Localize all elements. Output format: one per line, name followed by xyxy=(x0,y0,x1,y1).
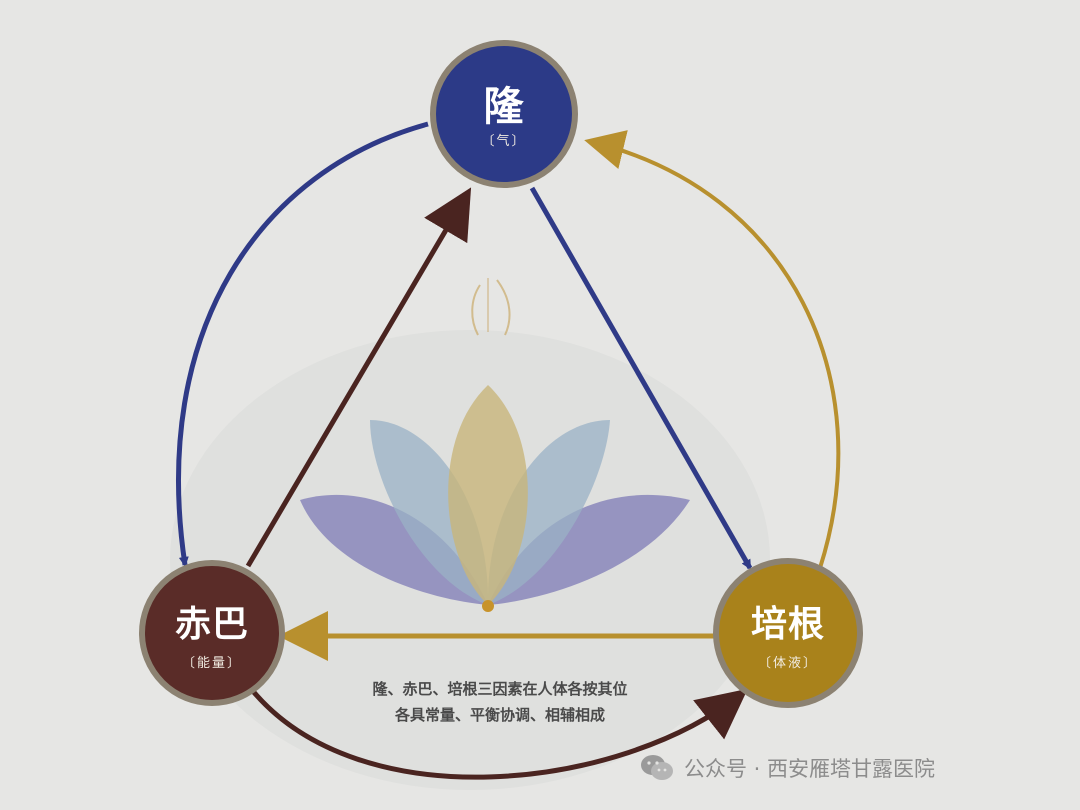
node-peigen-sublabel: 〔体液〕 xyxy=(757,656,818,671)
arrow-top-to-left xyxy=(176,121,429,567)
arrow-left-to-top-inner xyxy=(245,187,472,568)
lotus-petal-outer-left xyxy=(300,494,488,605)
node-peigen-circle xyxy=(713,558,863,708)
node-peigen-label: 培根 xyxy=(750,604,825,645)
lotus-illustration xyxy=(300,278,690,612)
lotus-seed-dot xyxy=(482,600,494,612)
node-chiba-label: 赤巴 xyxy=(174,604,249,645)
node-lung-sublabel: 〔气〕 xyxy=(481,134,527,149)
lotus-flame-line-right xyxy=(496,279,511,336)
arrow-top-to-right-inner xyxy=(529,186,753,570)
node-chiba-circle xyxy=(139,560,285,706)
arrow-left-to-right xyxy=(250,688,748,780)
node-chiba-sublabel: 〔能量〕 xyxy=(181,656,242,671)
arrow-right-to-top xyxy=(584,130,841,569)
wechat-icon xyxy=(641,755,673,780)
watermark-text: 公众号 · 西安雁塔甘露医院 xyxy=(684,757,936,781)
lotus-flame-line-left xyxy=(471,284,481,336)
lotus-petal-mid-left xyxy=(370,420,489,605)
lotus-petal-mid-right xyxy=(487,420,610,605)
lotus-petal-center xyxy=(448,385,528,605)
node-lung-label: 隆 xyxy=(483,84,525,130)
watermark: 公众号 · 西安雁塔甘露医院 xyxy=(640,750,935,786)
lotus-petal-outer-right xyxy=(488,494,690,605)
caption-line-1: 隆、赤巴、培根三因素在人体各按其位 xyxy=(372,680,628,698)
caption-line-2: 各具常量、平衡协调、相辅相成 xyxy=(394,706,605,724)
node-lung-circle xyxy=(430,40,578,188)
